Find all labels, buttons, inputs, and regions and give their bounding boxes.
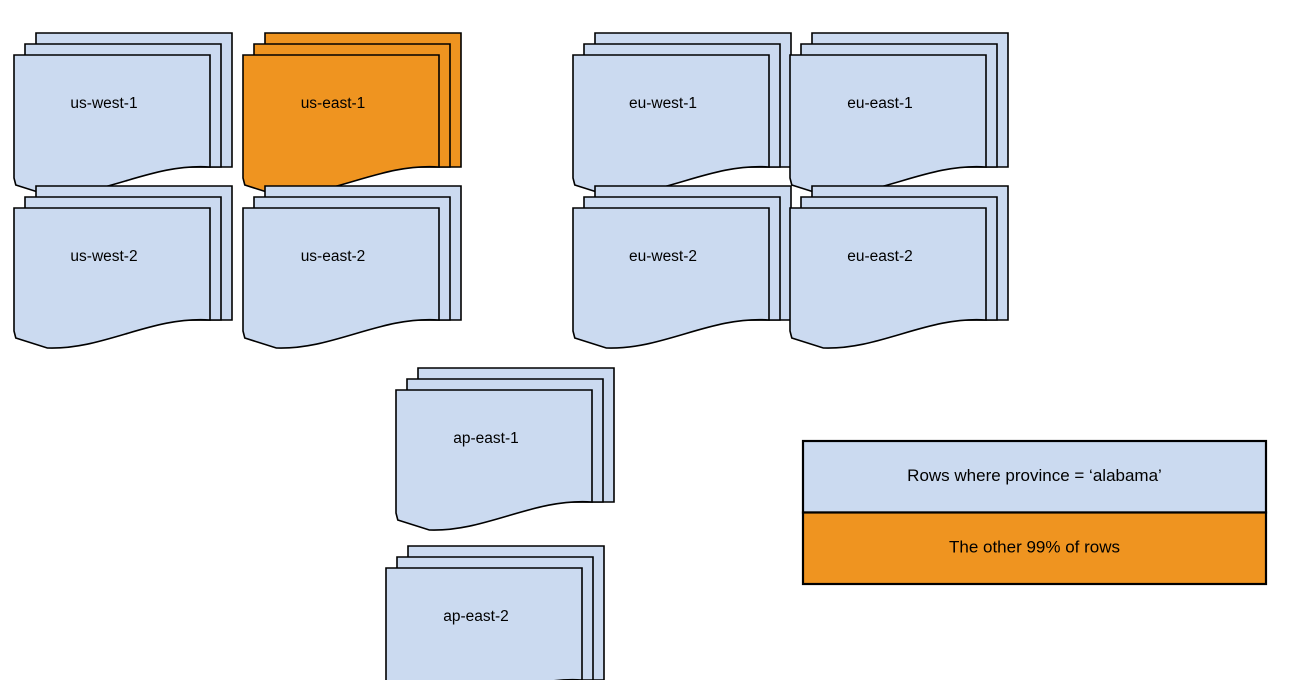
region-stack-us-east-1[interactable]: us-east-1 <box>242 32 462 196</box>
region-stack-label: eu-west-2 <box>629 248 697 265</box>
region-stack-ap-east-1[interactable]: ap-east-1 <box>395 367 615 531</box>
legend-swatch-orange <box>801 511 1268 586</box>
stack-sheet-front <box>242 207 440 349</box>
stack-sheet-front <box>13 207 211 349</box>
region-stack-label: ap-east-1 <box>453 430 518 447</box>
stack-sheet-front <box>395 389 593 531</box>
legend-swatch-blue <box>801 439 1268 514</box>
region-stack-us-west-1[interactable]: us-west-1 <box>13 32 233 196</box>
stack-sheet-front <box>242 54 440 196</box>
region-stack-label: us-east-1 <box>301 95 366 112</box>
region-stack-ap-east-2[interactable]: ap-east-2 <box>385 545 605 680</box>
region-stack-us-east-2[interactable]: us-east-2 <box>242 185 462 349</box>
region-stack-eu-west-1[interactable]: eu-west-1 <box>572 32 792 196</box>
stack-sheet-front <box>13 54 211 196</box>
region-stack-label: us-west-2 <box>70 248 137 265</box>
stack-sheet-front <box>789 207 987 349</box>
legend-label-blue: Rows where province = ‘alabama’ <box>907 466 1162 485</box>
region-stack-label: eu-west-1 <box>629 95 697 112</box>
region-stack-eu-east-1[interactable]: eu-east-1 <box>789 32 1009 196</box>
stack-sheet-front <box>572 54 770 196</box>
stack-sheet-front <box>789 54 987 196</box>
stack-sheet-front <box>572 207 770 349</box>
region-stack-eu-east-2[interactable]: eu-east-2 <box>789 185 1009 349</box>
region-stack-label: ap-east-2 <box>443 608 508 625</box>
legend: Rows where province = ‘alabama’ The other… <box>801 439 1268 586</box>
region-stacks-layer: us-west-1 us-east-1 eu-west-1 eu-east-1 us-w… <box>13 32 1009 680</box>
region-stack-us-west-2[interactable]: us-west-2 <box>13 185 233 349</box>
legend-label-orange: The other 99% of rows <box>949 538 1120 557</box>
region-stack-label: eu-east-2 <box>847 248 912 265</box>
region-stack-label: us-west-1 <box>70 95 137 112</box>
region-stack-label: us-east-2 <box>301 248 366 265</box>
region-stack-label: eu-east-1 <box>847 95 912 112</box>
region-stack-eu-west-2[interactable]: eu-west-2 <box>572 185 792 349</box>
